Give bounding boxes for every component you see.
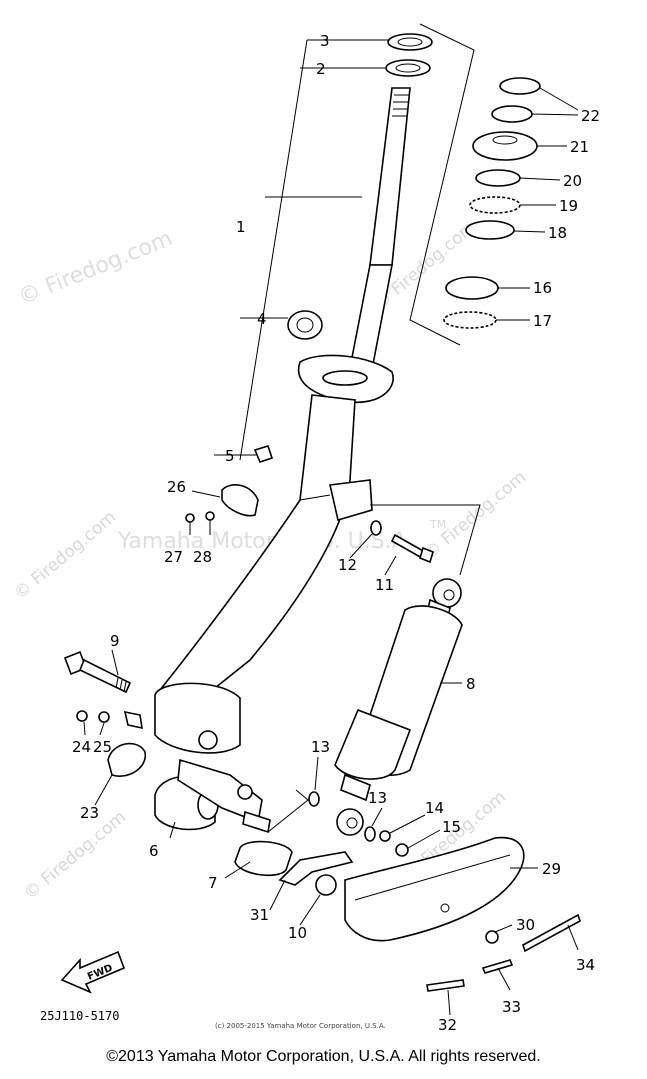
fwd-arrow: FWD: [60, 950, 126, 994]
part-number-13: 13: [368, 789, 387, 807]
part-number-10: 10: [288, 924, 307, 942]
part-number-16: 16: [533, 279, 552, 297]
footer-copyright: ©2013 Yamaha Motor Corporation, U.S.A. A…: [106, 1048, 541, 1065]
guard-part-29: [344, 836, 525, 942]
strip-part-32: [426, 979, 465, 992]
part-number-1: 1: [236, 218, 246, 236]
part-number-3: 3: [320, 32, 330, 50]
part-number-19: 19: [559, 197, 578, 215]
part-number-8: 8: [466, 675, 476, 693]
part-number-2: 2: [316, 60, 326, 78]
small-copyright: (c) 2005-2015 Yamaha Motor Corporation, …: [215, 1022, 386, 1030]
watermark-firedog: © Firedog.com: [15, 226, 176, 310]
part-number-33: 33: [502, 998, 521, 1016]
part-number-32: 32: [438, 1016, 457, 1030]
pivot-part-6: [154, 758, 271, 834]
pin-part-7: [234, 840, 293, 877]
part-number-17: 17: [533, 312, 552, 330]
part-number-27: 27: [164, 548, 183, 566]
watermark-tm: TM: [429, 518, 446, 531]
part-number-6: 6: [149, 842, 159, 860]
part-number-24: 24: [72, 738, 91, 756]
screw-part-30: [485, 930, 499, 944]
part-number-4: 4: [257, 310, 267, 328]
nut-part-10: [315, 874, 337, 896]
washer-part-13: [308, 791, 320, 807]
part-number-30: 30: [516, 916, 535, 934]
washer-part-28: [205, 511, 215, 521]
part-number-26: 26: [167, 478, 186, 496]
washer-part-13: [364, 826, 376, 842]
washer-part-25: [98, 711, 110, 723]
nut-part-15: [395, 843, 409, 857]
screw-part-27: [185, 513, 195, 523]
watermark-firedog: © Firedog.com: [420, 467, 530, 564]
strip-part-34: [522, 913, 581, 953]
part-number-5: 5: [225, 447, 235, 465]
part-number-28: 28: [193, 548, 212, 566]
strip-part-33: [481, 959, 514, 974]
part-number-18: 18: [548, 224, 567, 242]
part-number-20: 20: [563, 172, 582, 190]
part-number-13: 13: [311, 738, 330, 756]
watermark-firedog: © Firedog.com: [10, 507, 120, 604]
stem-cover-parts: [385, 33, 433, 77]
part-number-34: 34: [576, 956, 595, 974]
clip-part: [123, 710, 143, 730]
screw-part-24: [76, 710, 88, 722]
part-number-15: 15: [442, 818, 461, 836]
part-number-9: 9: [110, 632, 120, 650]
plate-part-23: [107, 742, 146, 777]
part-number-7: 7: [208, 874, 218, 892]
bushing-part: [287, 310, 323, 340]
bolt-head-part-11: [419, 546, 434, 564]
part-number-14: 14: [425, 799, 444, 817]
part-number-12: 12: [338, 556, 357, 574]
part-number-21: 21: [570, 138, 589, 156]
part-number-23: 23: [80, 804, 99, 822]
washer-part-12: [370, 520, 382, 536]
steering-stem: [154, 87, 411, 754]
part-number-22: 22: [581, 107, 600, 125]
part-number-31: 31: [250, 906, 269, 924]
clamp-part-26: [221, 484, 259, 517]
nut-part-5: [253, 445, 274, 463]
bearing-stack: [443, 77, 541, 329]
washer-part-14: [379, 830, 391, 842]
leader-lines: [83, 39, 579, 1016]
part-number-29: 29: [542, 860, 561, 878]
watermark-firedog: © Firedog.com: [20, 807, 130, 904]
part-number-11: 11: [375, 576, 394, 594]
bolt-part-9: [63, 650, 132, 694]
parts-diagram: © Firedog.com © Firedog.com © Firedog.co…: [10, 23, 600, 1030]
diagram-code: 25J110-5170: [40, 1009, 119, 1023]
shock-absorber: [334, 578, 463, 836]
part-number-25: 25: [93, 738, 112, 756]
link-part-31: [278, 851, 354, 886]
